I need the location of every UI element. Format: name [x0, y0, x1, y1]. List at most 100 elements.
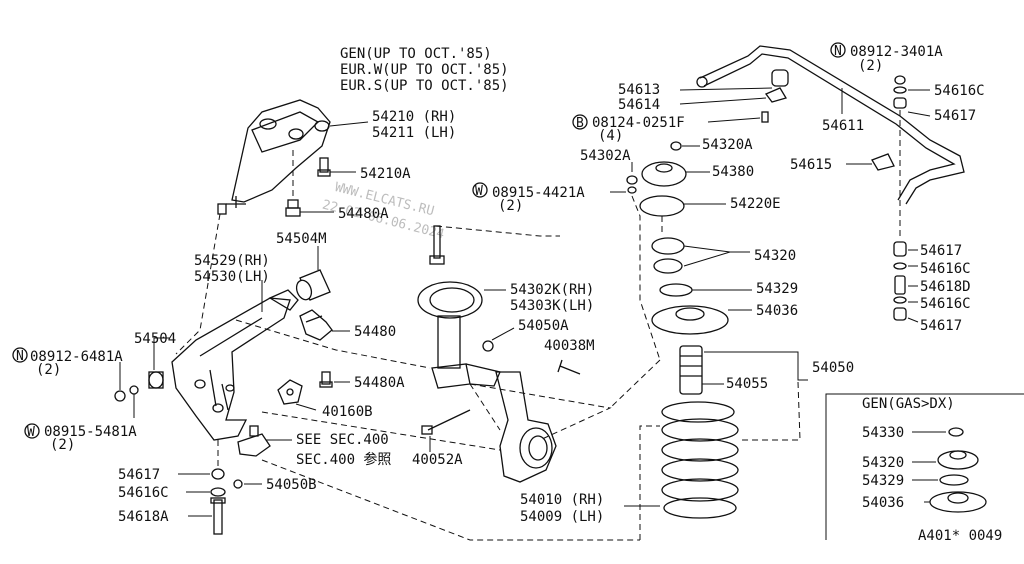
- nut-icon: [482, 340, 494, 352]
- inset-label-54036: 54036: [862, 495, 904, 511]
- ball-joint-icon: [237, 425, 271, 457]
- nut-icon: [233, 479, 243, 489]
- bushing-icon: [893, 97, 907, 109]
- label-54036: 54036: [756, 303, 798, 319]
- washer-icon: [129, 385, 139, 395]
- label-54050B: 54050B: [266, 477, 317, 493]
- label-40160B: 40160B: [322, 404, 373, 420]
- header-note-eur-w: EUR.W(UP TO OCT.'85): [340, 62, 509, 78]
- bracket-54480-icon: [299, 309, 333, 341]
- bushing-icon: [893, 307, 907, 321]
- n-marker-icon: [830, 42, 846, 58]
- label-54615: 54615: [790, 157, 832, 173]
- n-marker-right: N: [834, 44, 842, 59]
- nut-icon: [894, 75, 906, 85]
- bolt-icon: [210, 497, 226, 535]
- w-marker-mid: W: [475, 184, 483, 199]
- washer-icon: [939, 474, 969, 486]
- label-40038M: 40038M: [544, 338, 595, 354]
- label-54302K-rh: 54302K(RH): [510, 282, 594, 298]
- label-54210-rh: 54210 (RH): [372, 109, 456, 125]
- b-marker-icon: [572, 114, 588, 130]
- label-08124-0251F: 08124-0251F: [592, 115, 685, 131]
- label-54302A: 54302A: [580, 148, 631, 164]
- spring-seat-icon: [929, 491, 987, 513]
- w-marker-icon: [472, 182, 488, 198]
- label-08912-3401A-qty: (2): [858, 58, 883, 74]
- label-08915-5481A: 08915-5481A: [44, 424, 137, 440]
- header-note-gen: GEN(UP TO OCT.'85): [340, 46, 492, 62]
- bolt-icon: [317, 157, 331, 177]
- label-54050: 54050: [812, 360, 854, 376]
- header-note-eur-s: EUR.S(UP TO OCT.'85): [340, 78, 509, 94]
- footer-code: A401* 0049: [918, 528, 1002, 544]
- label-54617-r3: 54617: [920, 318, 962, 334]
- bolt-icon: [421, 409, 471, 435]
- label-54617-r2: 54617: [920, 243, 962, 259]
- strut-assembly-icon: [417, 225, 501, 389]
- n-marker-left: N: [16, 349, 24, 364]
- bushing-icon: [148, 371, 164, 389]
- b-marker: B: [576, 116, 584, 131]
- bushing-icon: [771, 69, 789, 87]
- bushing-icon: [211, 468, 225, 480]
- label-54617-r1: 54617: [934, 108, 976, 124]
- label-54010-rh: 54010 (RH): [520, 492, 604, 508]
- label-08912-3401A: 08912-3401A: [850, 44, 943, 60]
- bushing-icon: [295, 269, 331, 301]
- inset-title: GEN(GAS>DX): [862, 396, 955, 412]
- label-54480: 54480: [354, 324, 396, 340]
- label-54480A-bottom: 54480A: [354, 375, 405, 391]
- spring-seat-icon: [651, 305, 729, 335]
- mount-insulator-icon: [937, 450, 979, 470]
- mount-insulator-icon: [651, 237, 685, 274]
- washer-icon: [893, 262, 907, 270]
- label-54210A: 54210A: [360, 166, 411, 182]
- label-54616C-left: 54616C: [118, 485, 169, 501]
- label-54320: 54320: [754, 248, 796, 264]
- label-see-sec-400: SEE SEC.400: [296, 432, 389, 448]
- label-54617-left: 54617: [118, 467, 160, 483]
- label-54611: 54611: [822, 118, 864, 134]
- nut-icon: [948, 427, 964, 437]
- stabilizer-bar-icon: [696, 45, 965, 205]
- w-marker-left: W: [27, 425, 35, 440]
- inset-panel: GEN(GAS>DX) 54330 54320 54329 54036: [825, 393, 1024, 540]
- nut-icon: [670, 141, 682, 151]
- label-54616C-r3: 54616C: [920, 296, 971, 312]
- clamp-icon: [764, 87, 787, 103]
- label-54614: 54614: [618, 97, 660, 113]
- link-bracket-icon: [277, 379, 303, 405]
- label-08915-4421A: 08915-4421A: [492, 185, 585, 201]
- label-sec-400-ref: SEC.400 参照: [296, 451, 391, 468]
- mount-plate-icon: [639, 195, 685, 217]
- label-54504: 54504: [134, 331, 176, 347]
- label-54303K-lh: 54303K(LH): [510, 298, 594, 314]
- label-54616C-r1: 54616C: [934, 83, 985, 99]
- mount-insulator-icon: [641, 161, 687, 187]
- nut-icon: [114, 390, 126, 402]
- bolt-icon: [319, 371, 333, 388]
- label-08912-6481A-qty: (2): [36, 362, 61, 378]
- label-08124-0251F-qty: (4): [598, 128, 623, 144]
- lower-arm-icon: [171, 289, 299, 441]
- inset-label-54329: 54329: [862, 473, 904, 489]
- member-bracket-icon: [217, 99, 331, 215]
- label-54055: 54055: [726, 376, 768, 392]
- spacer-icon: [894, 275, 906, 295]
- washer-icon: [893, 296, 907, 304]
- washer-icon: [659, 283, 693, 297]
- label-54320A: 54320A: [702, 137, 753, 153]
- nut-icon: [626, 175, 638, 194]
- bolt-icon: [761, 111, 769, 123]
- washer-icon: [893, 86, 907, 94]
- bolt-icon: [285, 199, 301, 217]
- label-08915-4421A-qty: (2): [498, 198, 523, 214]
- w-marker-icon: [24, 423, 40, 439]
- knuckle-icon: [495, 371, 557, 483]
- coil-spring-icon: [661, 401, 739, 519]
- inset-label-54320: 54320: [862, 455, 904, 471]
- label-54380: 54380: [712, 164, 754, 180]
